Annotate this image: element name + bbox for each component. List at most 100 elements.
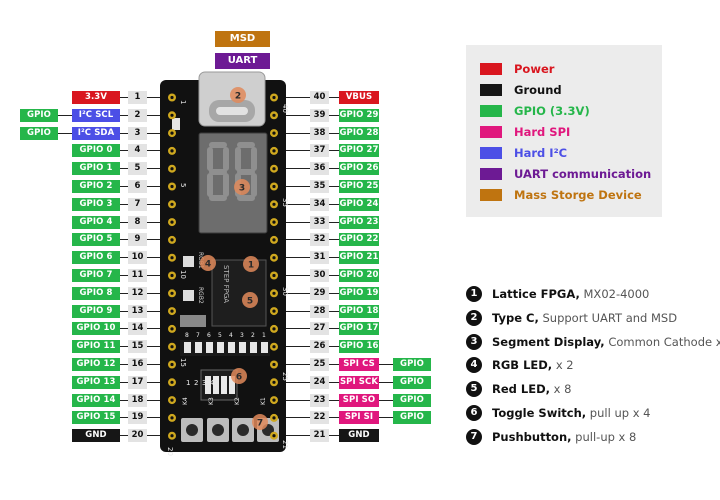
pin-wire bbox=[379, 399, 393, 401]
pin-hole-center bbox=[272, 362, 276, 367]
pin-hole bbox=[168, 289, 176, 298]
pin-wire bbox=[147, 381, 169, 383]
pin-wire bbox=[120, 364, 128, 365]
pin-number: 26 bbox=[310, 340, 329, 354]
pin-hole-center bbox=[170, 434, 174, 438]
feature-marker-number: 3 bbox=[239, 184, 245, 194]
pin-wire bbox=[329, 114, 339, 116]
pin-hole-center bbox=[272, 95, 276, 100]
pin-wire bbox=[329, 292, 339, 294]
chip-text: STEP FPGA bbox=[222, 265, 230, 303]
pin-hole-center bbox=[170, 309, 174, 313]
feature-marker-number: 2 bbox=[235, 92, 241, 102]
board-pcb bbox=[160, 80, 286, 452]
pin-wire bbox=[278, 328, 310, 330]
pin-number: 29 bbox=[310, 286, 329, 300]
pin-function-label: SPI CS bbox=[339, 358, 379, 371]
pin-wire bbox=[329, 132, 339, 134]
pin-hole-center bbox=[272, 291, 276, 295]
pin-hole bbox=[270, 324, 278, 333]
pin-wire bbox=[147, 150, 169, 152]
feature-marker: 4 bbox=[200, 255, 216, 271]
pin-hole-center bbox=[272, 380, 276, 384]
feature-marker: 1 bbox=[243, 256, 259, 272]
led-number: 7 bbox=[196, 332, 200, 339]
pin-number: 34 bbox=[310, 197, 329, 211]
pin-wire bbox=[329, 346, 339, 348]
pin-wire bbox=[329, 239, 339, 241]
pin-wire bbox=[278, 168, 310, 170]
pin-wire bbox=[120, 417, 128, 419]
pin-hole-center bbox=[170, 398, 174, 402]
switch-number: 2 bbox=[194, 379, 198, 387]
pin-number: 28 bbox=[310, 304, 329, 318]
pin-wire bbox=[147, 346, 169, 348]
segment-display bbox=[198, 132, 268, 234]
red-led-row bbox=[180, 340, 270, 356]
pin-wire bbox=[147, 328, 169, 330]
pin-number: 17 bbox=[128, 375, 147, 389]
pin-wire bbox=[329, 417, 339, 419]
pin-function-label: GPIO 0 bbox=[72, 144, 120, 158]
feature-title: Type C, bbox=[492, 310, 539, 325]
pin-hole bbox=[270, 271, 278, 280]
pin-function-label: GPIO 29 bbox=[339, 108, 379, 122]
silk-pin-mark: 10 bbox=[179, 270, 187, 279]
pin-wire bbox=[379, 364, 393, 365]
switch-number: 4 bbox=[210, 379, 215, 387]
button-label: K1 bbox=[260, 397, 267, 405]
pin-wire bbox=[278, 292, 310, 294]
pin-number: 40 bbox=[310, 91, 329, 104]
pin-hole bbox=[168, 396, 176, 405]
silk-pin-mark: 40 bbox=[281, 104, 289, 113]
legend-swatch bbox=[480, 63, 502, 75]
feature-number: 5 bbox=[466, 381, 482, 398]
pin-hole-center bbox=[170, 327, 174, 331]
pin-function-label: 3.3V bbox=[72, 91, 120, 104]
pin-hole-center bbox=[272, 309, 276, 313]
legend-swatch bbox=[480, 147, 502, 159]
button-label: K3 bbox=[208, 397, 215, 405]
feature-detail: pull up x 4 bbox=[586, 406, 651, 420]
rgb2-label: RGB2 bbox=[197, 287, 204, 304]
pin-wire bbox=[120, 310, 128, 312]
feature-text: Lattice FPGA, MX02-4000 bbox=[492, 286, 649, 302]
pin-hole-center bbox=[272, 167, 276, 171]
usb-c-connector bbox=[198, 71, 266, 127]
pin-hole-center bbox=[170, 291, 174, 295]
fpga-chip bbox=[211, 259, 267, 327]
pin-wire bbox=[278, 381, 310, 383]
pin-function-label: GND bbox=[339, 429, 379, 443]
pin-wire bbox=[147, 239, 169, 241]
pin-wire bbox=[147, 221, 169, 223]
feature-number: 6 bbox=[466, 405, 482, 421]
legend-label: Hard I²C bbox=[514, 146, 568, 160]
pin-wire bbox=[278, 221, 310, 223]
pin-function-label: GPIO 10 bbox=[72, 322, 120, 336]
pin-wire bbox=[120, 97, 128, 98]
pin-function-label: I²C SCL bbox=[72, 108, 120, 122]
msd-tag: MSD bbox=[215, 31, 270, 47]
led-number: 8 bbox=[185, 332, 189, 339]
gpio-alt-label: GPIO bbox=[393, 393, 431, 407]
pin-wire bbox=[278, 257, 310, 259]
legend-label: Mass Storge Device bbox=[514, 188, 642, 202]
pin-hole bbox=[168, 271, 176, 280]
pin-number: 5 bbox=[128, 162, 147, 176]
pin-number: 32 bbox=[310, 233, 329, 247]
pin-number: 8 bbox=[128, 215, 147, 229]
pin-function-label: GPIO 12 bbox=[72, 358, 120, 371]
led-number: 1 bbox=[262, 332, 266, 339]
silk-pin-mark: 30 bbox=[281, 287, 289, 296]
led-number: 2 bbox=[251, 332, 255, 339]
pin-wire bbox=[379, 381, 393, 383]
pin-wire bbox=[329, 168, 339, 170]
pin-number: 16 bbox=[128, 358, 147, 371]
pin-hole bbox=[168, 93, 176, 102]
gpio-alt-label: GPIO bbox=[20, 126, 58, 140]
pin-wire bbox=[329, 186, 339, 187]
pin-hole bbox=[270, 289, 278, 298]
toggle-switch bbox=[200, 369, 238, 401]
pin-wire bbox=[278, 186, 310, 187]
pin-number: 11 bbox=[128, 269, 147, 282]
